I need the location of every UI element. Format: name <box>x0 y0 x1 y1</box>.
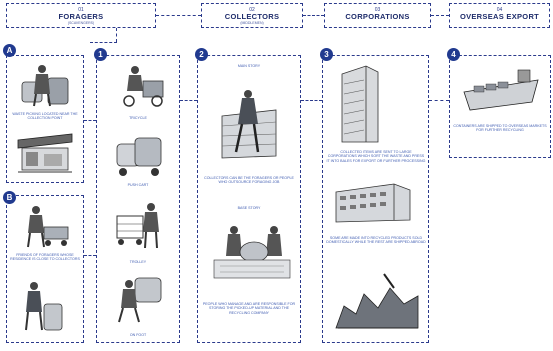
stage-title: FORAGERS <box>7 13 155 21</box>
header-drop-connector <box>116 28 117 42</box>
col2-top-label: MAIN STORY <box>200 64 298 68</box>
header-connector <box>431 15 449 16</box>
stage-title: CORPORATIONS <box>325 13 430 21</box>
badge-1: 1 <box>94 48 107 61</box>
cargo-ship-illustration <box>460 62 542 114</box>
stage-title: COLLECTORS <box>202 13 302 21</box>
col1-label-tricycle: TRICYCLE <box>100 116 176 120</box>
forager-with-cart-illustration <box>18 203 73 249</box>
forager-walking-illustration <box>18 278 68 336</box>
col4-caption: CONTAINERS ARE SHIPPED TO OVERSEAS MARKE… <box>453 124 547 133</box>
stage-header-export: 04 OVERSEAS EXPORT <box>449 3 550 28</box>
badge-b: B <box>3 191 16 204</box>
col2-mid-caption: COLLECTORS CAN BE THE FORAGERS OR PEOPLE… <box>202 176 296 185</box>
flow-connector <box>84 120 96 121</box>
roadside-stall-illustration <box>16 130 74 176</box>
tricycle-forager-illustration <box>113 63 168 108</box>
badge-a: A <box>3 44 16 57</box>
badge-4: 4 <box>447 48 460 61</box>
header-connector <box>303 15 324 16</box>
col1-label-pushcart: PUSH CART <box>100 183 176 187</box>
stage-header-corporations: 03 CORPORATIONS <box>324 3 431 28</box>
col3-top-caption: COLLECTED ITEMS ARE SENT TO LARGE CORPOR… <box>326 150 426 163</box>
trolley-forager-illustration <box>113 200 168 250</box>
col1-label-trolley: TROLLEY <box>100 260 176 264</box>
scrapyard-illustration <box>334 270 420 332</box>
tall-building-illustration <box>336 62 384 144</box>
flow-connector <box>429 100 449 101</box>
col2-bot-caption: PEOPLE WHO MANAGE AND ARE RESPONSIBLE FO… <box>202 302 296 315</box>
stage-title: OVERSEAS EXPORT <box>450 13 549 21</box>
flow-connector <box>180 100 197 101</box>
header-drop-connector <box>90 42 117 43</box>
caption-a: WASTE PICKING LOCATED NEAR THE COLLECTIO… <box>12 112 78 121</box>
onfoot-forager-illustration <box>113 270 168 325</box>
collectors-sorting-illustration <box>210 222 294 282</box>
pushcart-forager-illustration <box>113 130 168 178</box>
stage-subtitle: (MIDDLEMEN) <box>202 21 302 25</box>
header-connector <box>156 15 201 16</box>
col1-label-onfoot: ON FOOT <box>100 333 176 337</box>
flow-connector <box>84 255 96 256</box>
office-block-illustration <box>332 178 414 224</box>
caption-b: FRIENDS OF FORAGERS WHOSE RESIDENCE IS C… <box>10 253 80 262</box>
stage-subtitle: (SCAVENGERS) <box>7 21 155 25</box>
forager-with-sacks-illustration <box>18 60 73 108</box>
col2-bot-label: BASE STORY <box>200 206 298 210</box>
collector-stacking-illustration <box>218 86 280 160</box>
stage-header-collectors: 02 COLLECTORS (MIDDLEMEN) <box>201 3 303 28</box>
col3-mid-caption: SOME ARE MADE INTO RECYCLED PRODUCTS SOL… <box>326 236 426 245</box>
badge-3: 3 <box>320 48 333 61</box>
badge-2: 2 <box>195 48 208 61</box>
flow-connector <box>301 100 322 101</box>
stage-header-foragers: 01 FORAGERS (SCAVENGERS) <box>6 3 156 28</box>
